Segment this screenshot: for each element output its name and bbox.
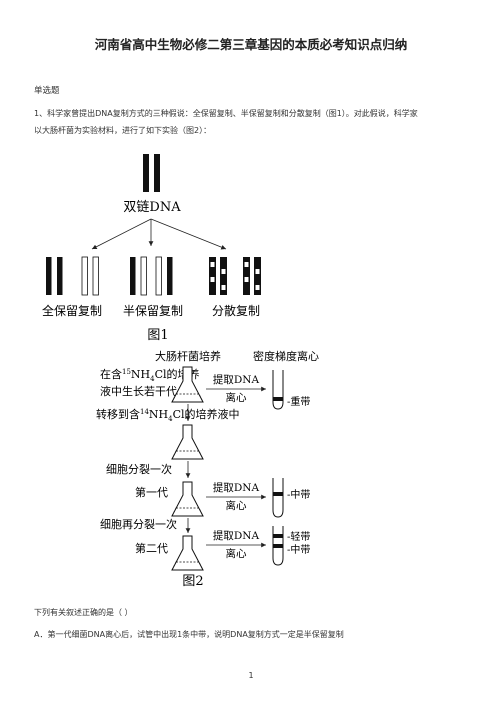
dna-strand-top-right [154, 154, 160, 192]
light-band [273, 534, 283, 538]
band-light-label: -轻带 [287, 530, 310, 543]
step4-text: 细胞再分裂一次 [100, 517, 177, 531]
extract-dna-1: 提取DNA [213, 374, 260, 386]
conservative-strand-3 [81, 256, 88, 296]
label-semiconservative: 半保留复制 [123, 304, 183, 318]
figure-1: 双链DNA 全保留复制 半保留复制 分 [42, 154, 261, 343]
figure-2-caption: 图2 [182, 574, 203, 589]
test-tube-3-icon [272, 526, 284, 566]
header-culture: 大肠杆菌培养 [155, 349, 221, 363]
flask-2-icon [171, 424, 204, 460]
page-title: 河南省高中生物必修二第三章基因的本质必考知识点归纳 [94, 37, 408, 52]
section-label: 单选题 [34, 86, 60, 96]
middle-band-1 [273, 492, 283, 496]
conservative-strand-1 [46, 257, 52, 295]
band-middle-label: -中带 [287, 488, 310, 501]
question-statement: 下列有关叙述正确的是（ ） [34, 608, 133, 617]
generation-2: 第二代 [135, 541, 168, 555]
figure-1-caption: 图1 [147, 328, 168, 343]
step1-line2: 液中生长若干代 [100, 384, 177, 398]
arrow-right [150, 218, 227, 250]
semiconservative-strand-2 [140, 256, 147, 296]
question-line-1: 1、科学家曾提出DNA复制方式的三种假说：全保留复制、半保留复制和分散复制（图1… [34, 109, 418, 118]
test-tube-2-icon [272, 478, 284, 518]
semiconservative-strand-4 [167, 257, 173, 295]
centrifuge-3: 离心 [226, 547, 247, 560]
flask-1-icon [171, 366, 204, 403]
semiconservative-strand-1 [130, 257, 136, 295]
question-line-2: 以大肠杆菌为实验材料，进行了如下实验（图2）： [34, 126, 212, 135]
centrifuge-2: 离心 [226, 499, 247, 512]
middle-band-2 [273, 544, 283, 548]
dispersive-strands [209, 257, 261, 295]
arrow-left [91, 218, 152, 250]
page-number: 1 [248, 671, 254, 680]
figure-2: 大肠杆菌培养 密度梯度离心 在含15NH4Cl的培养 液中生长若干代 提取DNA… [96, 349, 319, 589]
conservative-strand-2 [57, 257, 63, 295]
band-heavy-label: -重带 [287, 395, 310, 408]
conservative-strand-4 [92, 256, 99, 296]
label-dispersive: 分散复制 [212, 303, 260, 318]
dna-strand-top-left [143, 154, 149, 192]
flask-3-icon [171, 481, 204, 517]
step2-text: 转移到含14NH4Cl的培养液中 [96, 407, 240, 423]
centrifuge-1: 离心 [226, 391, 247, 404]
flask-4-icon [171, 535, 204, 571]
generation-1: 第一代 [135, 485, 168, 499]
header-centrifuge: 密度梯度离心 [253, 349, 319, 363]
extract-dna-2: 提取DNA [213, 482, 260, 494]
step3-text: 细胞分裂一次 [106, 462, 172, 476]
double-strand-dna-label: 双链DNA [123, 200, 181, 215]
label-conservative: 全保留复制 [42, 303, 102, 318]
test-tube-1-icon [272, 370, 284, 410]
heavy-band [273, 397, 283, 401]
semiconservative-strand-3 [155, 256, 162, 296]
question-text: 1、科学家曾提出DNA复制方式的三种假说：全保留复制、半保留复制和分散复制（图1… [34, 105, 474, 139]
band-middle2-label: -中带 [287, 543, 310, 556]
option-a: A．第一代细菌DNA离心后，试管中出现1条中带，说明DNA复制方式一定是半保留复… [34, 630, 344, 639]
extract-dna-3: 提取DNA [213, 530, 260, 542]
